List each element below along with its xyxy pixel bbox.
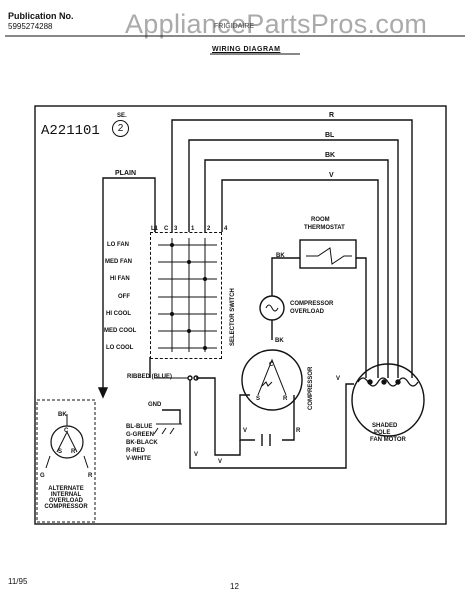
fan-motor-symbol [351,363,425,437]
tag-bk-1: BK [276,253,285,259]
terminal-4: 4 [224,226,228,232]
position-med-cool: MED COOL [104,328,137,334]
sequence-label: SE. [117,113,127,119]
wire-ribbed [189,378,354,469]
wire-comp-s [239,394,255,441]
legend-item: V-WHITE [126,456,151,462]
position-lo-cool: LO COOL [106,345,134,351]
terminal-c: C [164,226,169,232]
publication-number: 5995274288 [8,22,53,31]
wire-black [204,159,389,378]
publication-label: Publication No. [8,11,74,21]
alt-label-line: COMPRESSOR [44,504,88,510]
plain-arrow [97,387,109,399]
wire-thermostat-bk [271,257,300,296]
alt-tag-c: C [64,428,69,434]
fan-label-3: FAN MOTOR [370,437,406,443]
tag-v-ribbed: V [194,452,199,458]
alt-label-line: INTERNAL [50,492,82,498]
legend-item: G-GREEN [126,432,155,438]
alt-tag-r: R [71,449,76,455]
ground-symbol [153,423,182,435]
wire-plain [102,177,156,395]
compressor-label: COMPRESSOR [308,366,314,410]
selector-switch-label: SELECTOR SWITCH [230,288,236,346]
alt-tag-s: S [58,449,63,455]
comp-tag-s: S [256,396,261,402]
position-lo-fan: LO FAN [107,242,129,248]
tag-v-cap: V [243,428,248,434]
position-med-fan: MED FAN [105,259,132,265]
terminal-3: 3 [174,226,178,232]
compressor-symbol [241,349,303,411]
ribbed-label: RIBBED (BLUE) [127,374,172,380]
position-hi-fan: HI FAN [110,276,130,282]
wire-red [171,119,413,378]
model-number: A221101 [41,123,100,139]
footer-page: 12 [230,582,239,591]
legend-item: R-RED [126,448,145,454]
comp-tag-c: C [269,362,274,368]
wire-label-bk: BK [325,152,336,159]
wire-label-v: V [329,172,334,179]
overload-label-1: COMPRESSOR [290,301,334,307]
wire-gnd [162,409,181,424]
overload-label-2: OVERLOAD [290,309,325,315]
diagram-title: WIRING DIAGRAM [212,46,281,53]
wire-white [221,179,379,378]
thermostat-symbol [299,239,357,269]
ground-label: GND [148,402,162,408]
comp-tag-r: R [283,396,288,402]
position-hi-cool: HI COOL [106,311,131,317]
terminal-1: 1 [191,226,195,232]
terminal-2: 2 [207,226,211,232]
selector-switch-box [150,232,222,359]
tag-bk-2: BK [275,338,284,344]
brand-name: FRIGIDAIRE [214,23,255,30]
wire-color-legend: BL-BLUE G-GREEN BK-BLACK R-RED V-WHITE [126,424,158,464]
alt-compressor-label: ALTERNATE INTERNAL OVERLOAD COMPRESSOR [38,486,94,510]
terminal-l1: L1 [151,226,159,232]
footer-date: 11/95 [8,577,28,586]
position-off: OFF [118,294,130,300]
wire-label-r: R [329,112,335,119]
plain-label: PLAIN [115,170,136,177]
thermostat-label-1: ROOM [311,217,330,223]
wire-comp-r [282,395,295,441]
alt-tag-g: G [40,473,45,479]
thermostat-label-2: THERMOSTAT [304,225,345,231]
alt-tag-bk: BK [58,412,67,418]
alt-tag-r2: R [88,473,93,479]
switch-contacts [158,238,217,352]
tag-v-fan: V [336,376,341,382]
legend-item: BK-BLACK [126,440,158,446]
wire-label-bl: BL [325,132,335,139]
legend-item: BL-BLUE [126,424,153,430]
wire-blue [188,139,399,378]
fan-label-2: POLE [374,430,391,436]
tag-v-bottom: V [218,459,223,465]
sequence-number: 2 [112,120,129,137]
alt-label-line: OVERLOAD [48,498,83,504]
wire-thermostat-out [356,257,367,378]
watermark-text: AppliancePartsPros.com [125,9,428,39]
fan-label-1: SHADED [372,423,398,429]
alt-label-line: ALTERNATE [48,486,84,492]
diagram-border [34,105,447,525]
wire-v [196,377,241,456]
tag-r-cap: R [296,428,301,434]
